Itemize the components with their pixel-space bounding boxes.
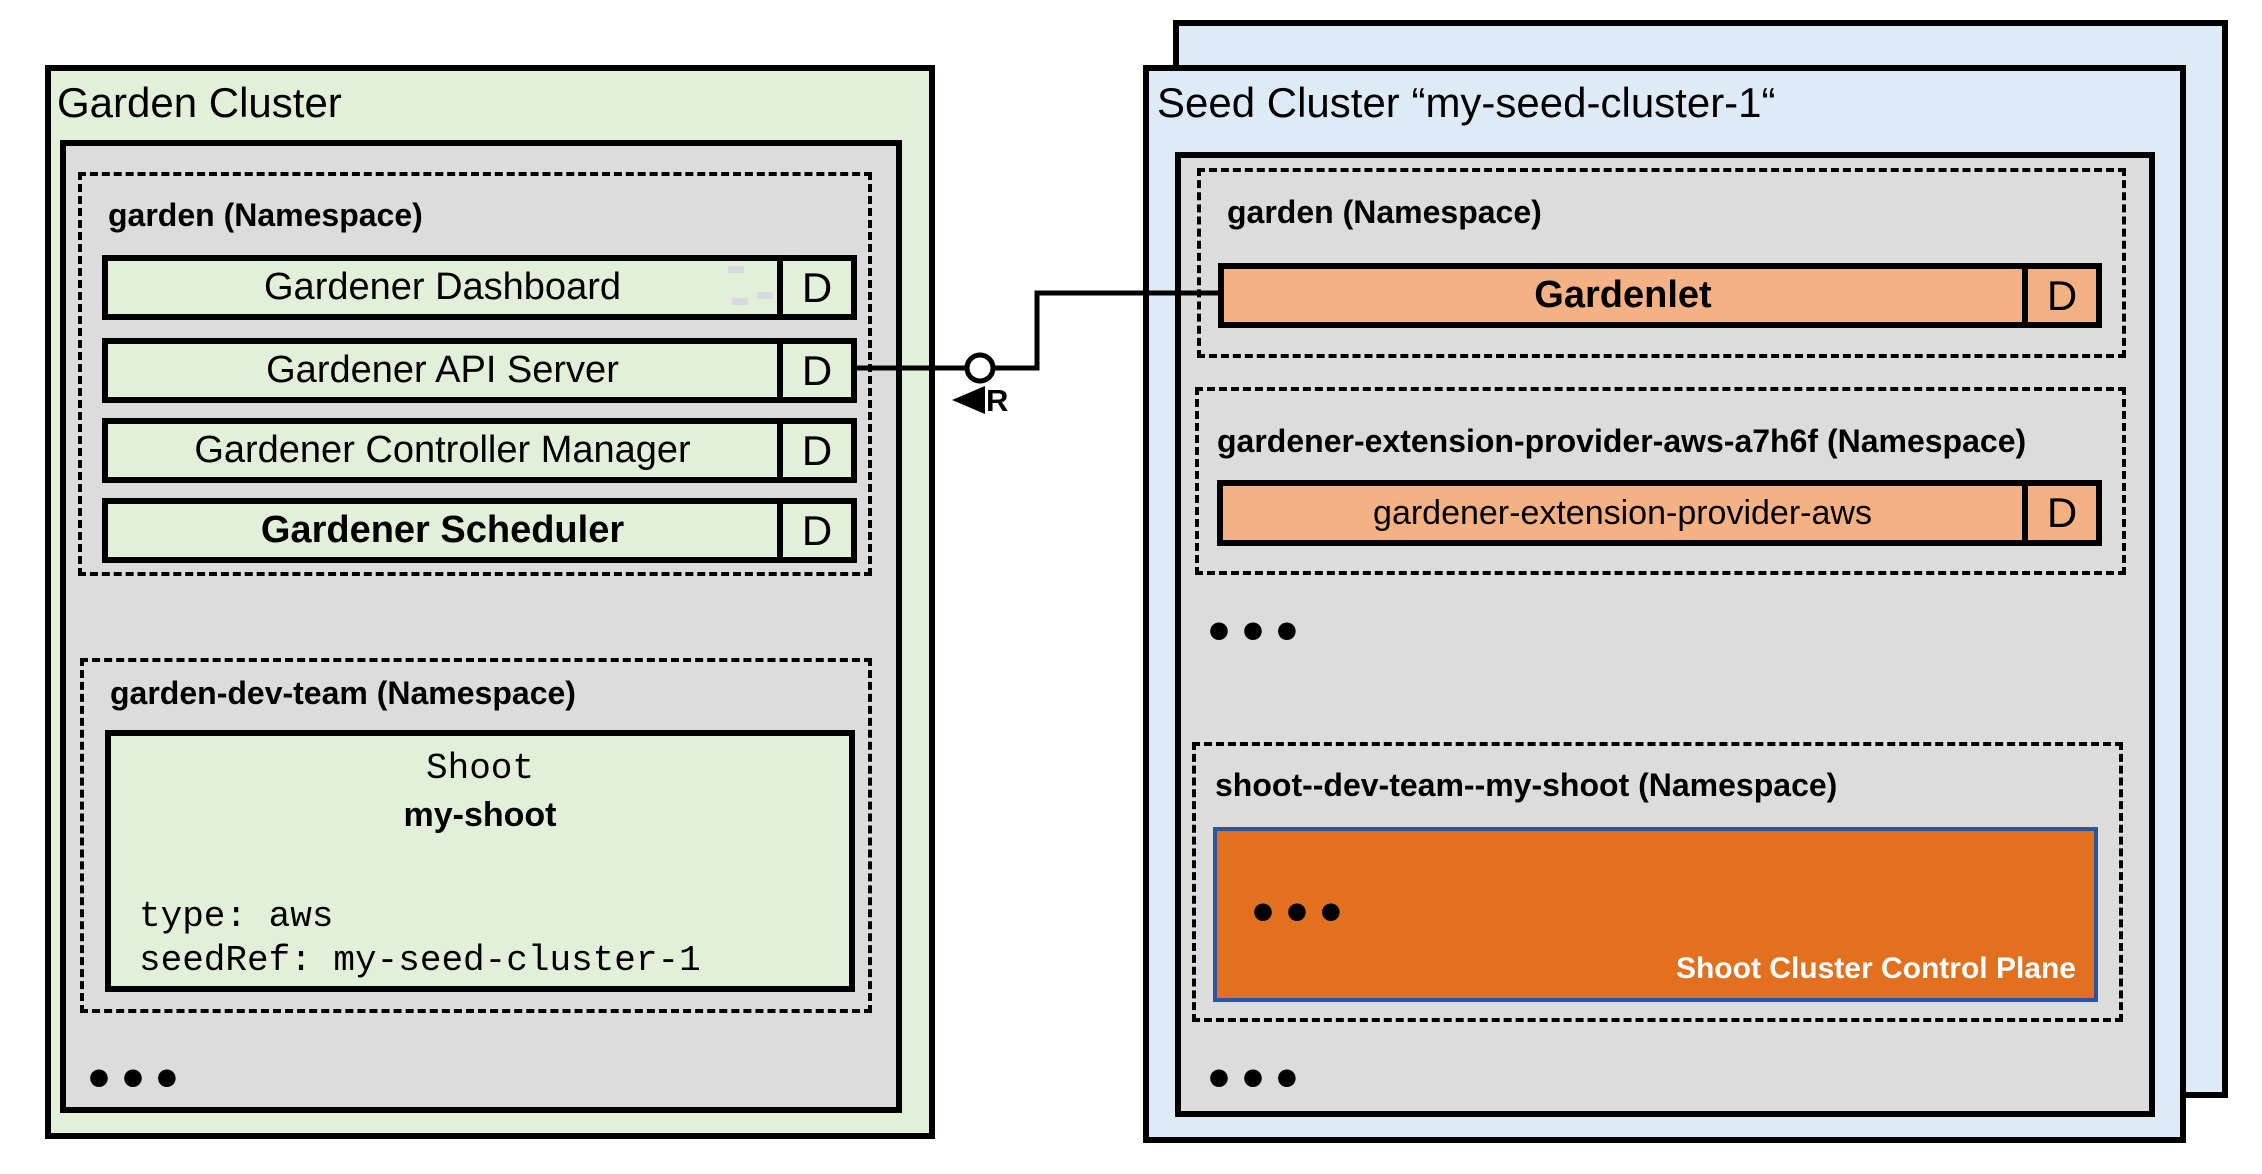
gardener-api-server-label: Gardener API Server bbox=[266, 349, 619, 391]
seed-cluster-title: Seed Cluster “my-seed-cluster-1“ bbox=[1157, 79, 1776, 126]
seed-namespace-shoot-box bbox=[1192, 742, 2123, 1022]
namespace-dev-team-label: garden-dev-team (Namespace) bbox=[110, 675, 576, 711]
gardener-scheduler-label: Gardener Scheduler bbox=[260, 509, 625, 551]
artifact-dash bbox=[728, 266, 744, 273]
seed-namespace-shoot-label: shoot--dev-team--my-shoot (Namespace) bbox=[1215, 767, 1838, 803]
namespace-garden-label: garden (Namespace) bbox=[108, 197, 423, 233]
gardener-controller-manager-row: Gardener Controller Manager D bbox=[102, 418, 857, 483]
seed-ellipsis-top: ••• bbox=[1203, 604, 1305, 662]
garden-cluster-title: Garden Cluster bbox=[57, 79, 342, 126]
extension-provider-aws-row: gardener-extension-provider-aws D bbox=[1217, 480, 2102, 546]
deployment-badge: D bbox=[2022, 269, 2096, 322]
artifact-dash bbox=[732, 298, 748, 305]
gardenlet-label: Gardenlet bbox=[1534, 274, 1712, 316]
garden-ellipsis: ••• bbox=[83, 1051, 185, 1109]
shoot-resource-box: Shoot my-shoot type: aws seedRef: my-see… bbox=[105, 730, 855, 992]
gardenlet-row: Gardenlet D bbox=[1218, 263, 2102, 328]
shoot-control-plane-box: ••• Shoot Cluster Control Plane bbox=[1213, 827, 2098, 1002]
gardener-dashboard-row: Gardener Dashboard D bbox=[102, 255, 857, 320]
artifact-dash bbox=[757, 292, 773, 299]
request-label: R bbox=[986, 383, 1009, 418]
deployment-badge: D bbox=[777, 344, 851, 397]
shoot-spec-seedref: seedRef: my-seed-cluster-1 bbox=[139, 940, 701, 981]
seed-namespace-extension-box bbox=[1195, 387, 2126, 575]
shoot-kind: Shoot bbox=[425, 748, 535, 789]
control-plane-ellipsis: ••• bbox=[1247, 885, 1349, 943]
extension-provider-aws-label: gardener-extension-provider-aws bbox=[1373, 493, 1872, 532]
seed-namespace-garden-label: garden (Namespace) bbox=[1227, 194, 1542, 230]
request-direction-arrow-icon bbox=[952, 386, 985, 414]
gardener-api-server-row: Gardener API Server D bbox=[102, 338, 857, 403]
namespace-garden-box bbox=[78, 172, 872, 576]
deployment-badge: D bbox=[2022, 486, 2096, 540]
deployment-badge: D bbox=[777, 261, 851, 314]
seed-namespace-extension-label: gardener-extension-provider-aws-a7h6f (N… bbox=[1217, 423, 2027, 459]
seed-namespace-garden-box bbox=[1197, 168, 2126, 358]
gardener-dashboard-label: Gardener Dashboard bbox=[264, 266, 621, 308]
seed-ellipsis-bottom: ••• bbox=[1203, 1051, 1305, 1109]
gardener-controller-manager-label: Gardener Controller Manager bbox=[194, 429, 691, 471]
namespace-dev-team-box bbox=[80, 658, 872, 1013]
deployment-badge: D bbox=[777, 504, 851, 557]
shoot-spec-type: type: aws bbox=[139, 896, 334, 937]
deployment-badge: D bbox=[777, 424, 851, 477]
control-plane-label: Shoot Cluster Control Plane bbox=[1675, 952, 2076, 985]
watch-endpoint-icon bbox=[964, 352, 996, 384]
gardener-scheduler-row: Gardener Scheduler D bbox=[102, 498, 857, 563]
shoot-name: my-shoot bbox=[403, 796, 557, 834]
